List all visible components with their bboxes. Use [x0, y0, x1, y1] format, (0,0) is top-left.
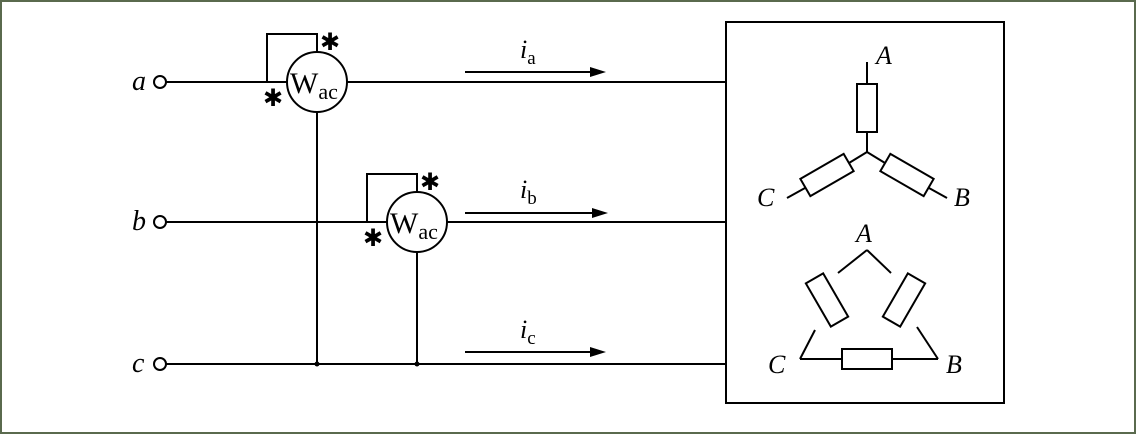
delta-label-c: C [768, 350, 786, 379]
star-label-b: B [954, 183, 970, 212]
wattmeter2-polarity-mark-current: ✱ [363, 226, 383, 252]
wattmeter1-current-coil [266, 33, 318, 82]
terminal-c-label: c [132, 348, 145, 379]
current-arrow-b [465, 208, 608, 218]
current-c-label: ic [520, 315, 536, 349]
terminal-a [153, 75, 167, 89]
delta-resistor-ac [804, 271, 850, 329]
star-label-c: C [757, 183, 775, 212]
junction-dot [414, 361, 420, 367]
delta-label-b: B [946, 350, 962, 379]
wattmeter1-label: Wac [290, 67, 338, 104]
terminal-b [153, 215, 167, 229]
wattmeter1-polarity-mark-current: ✱ [263, 86, 283, 112]
delta-resistor-bc [841, 348, 893, 370]
current-b-label: ib [520, 175, 537, 209]
wattmeter2-polarity-mark-voltage: ✱ [420, 170, 440, 196]
current-arrow-a [465, 67, 606, 77]
wattmeter2-current-coil [366, 173, 418, 222]
current-arrow-c [465, 347, 606, 357]
star-label-a: A [874, 41, 892, 70]
load-box [725, 21, 1005, 404]
star-resistor-c [798, 152, 856, 198]
junction-dot [314, 361, 320, 367]
terminal-b-label: b [132, 206, 146, 237]
delta-resistor-ab [881, 271, 927, 329]
delta-load [799, 249, 939, 370]
terminal-a-label: a [132, 66, 146, 97]
current-a-label: ia [520, 35, 536, 69]
wattmeter2 [386, 191, 448, 253]
delta-label-a: A [854, 219, 872, 248]
star-resistor-b [878, 152, 936, 198]
star-resistor-a [856, 83, 878, 133]
wattmeter1-polarity-mark-voltage: ✱ [320, 30, 340, 56]
star-load [786, 62, 948, 199]
wattmeter1 [286, 51, 348, 113]
wattmeter2-label: Wac [390, 207, 438, 244]
terminal-c [153, 357, 167, 371]
